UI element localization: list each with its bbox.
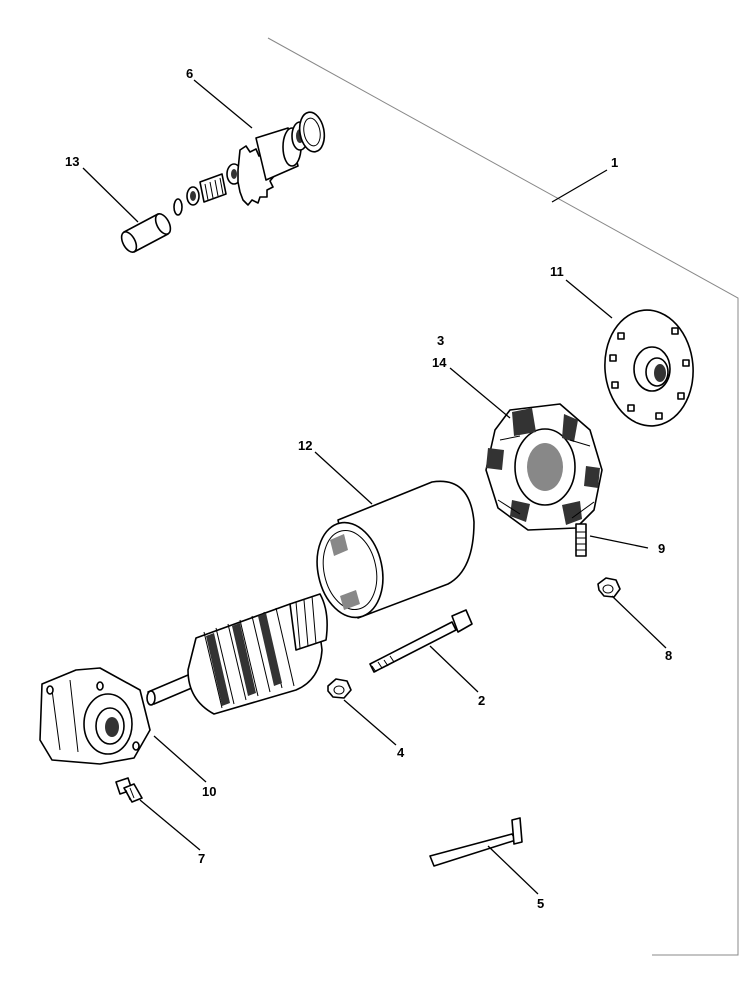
part-10-drive-end-bracket [39,667,151,765]
callout-labels: 1 6 13 11 3 14 12 9 8 2 4 10 7 5 [65,66,672,911]
callout-1: 1 [611,155,618,170]
callout-8: 8 [665,648,672,663]
part-12-field-housing [316,480,475,619]
part-11-end-plate [604,309,694,427]
callout-7: 7 [198,851,205,866]
callout-11: 11 [550,264,564,279]
callout-14: 14 [432,355,447,370]
callout-9: 9 [658,541,665,556]
callout-12: 12 [298,438,312,453]
callout-4: 4 [397,745,405,760]
part-7-bolt [115,777,143,803]
callout-5: 5 [537,896,544,911]
part-9-terminal [575,523,587,557]
part-3-14-brush-holder [485,403,603,531]
assembly-frame [267,37,739,956]
callout-2: 2 [478,693,485,708]
part-8-nut [597,577,621,598]
leader-lines [82,79,667,895]
callout-10: 10 [202,784,216,799]
callout-3: 3 [437,333,444,348]
armature [146,593,328,715]
part-5-strap [429,817,523,867]
callout-13: 13 [65,154,79,169]
part-13-sleeve [120,213,172,253]
part-6-drive-assembly [173,111,326,216]
callout-6: 6 [186,66,193,81]
part-4-nut [327,678,352,699]
part-2-through-bolt [369,609,473,673]
